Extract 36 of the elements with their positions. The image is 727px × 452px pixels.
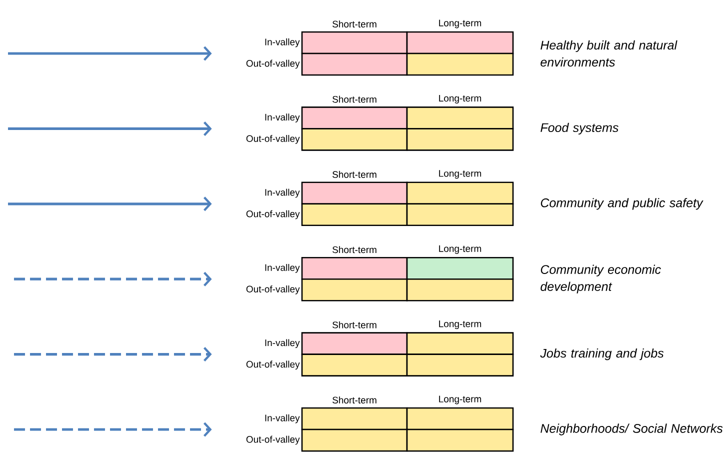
column-header: Short-term — [332, 96, 376, 103]
column-header: Short-term — [332, 20, 376, 28]
row-label: Out-of-valley — [246, 134, 300, 144]
arrow — [14, 272, 212, 286]
arrow — [8, 196, 212, 212]
row-label: In-valley — [265, 264, 300, 273]
category-label: Food systems — [540, 122, 618, 135]
row-label: Out-of-valley — [246, 60, 300, 69]
row-label: In-valley — [265, 114, 300, 122]
column-header: Long-term — [439, 20, 482, 28]
category-label: Jobs training and jobs — [540, 348, 664, 360]
row-label: Out-of-valley — [246, 360, 300, 370]
column-header: Short-term — [332, 246, 376, 254]
arrow — [8, 121, 212, 136]
row-label: Out-of-valley — [246, 210, 300, 220]
category-label: Neighborhoods/ Social Networks — [540, 424, 723, 436]
category-label: Community and public safety — [540, 198, 704, 210]
row-label: Out-of-valley — [246, 285, 300, 294]
arrow — [14, 347, 212, 362]
category-label: Healthy built and natural environments — [540, 40, 678, 67]
row-label: In-valley — [265, 414, 300, 424]
column-header: Short-term — [332, 170, 376, 178]
column-header: Long-term — [439, 94, 482, 104]
arrow — [8, 46, 212, 61]
column-header: Long-term — [439, 170, 482, 179]
column-header: Long-term — [439, 396, 482, 404]
column-header: Short-term — [332, 396, 376, 404]
category-label: Community economic development — [540, 264, 661, 294]
row-label: In-valley — [265, 188, 300, 198]
column-header: Long-term — [439, 320, 482, 330]
column-header: Short-term — [332, 321, 376, 328]
column-header: Long-term — [439, 245, 482, 254]
row-label: In-valley — [265, 339, 300, 348]
row-label: Out-of-valley — [246, 436, 300, 445]
arrow — [14, 422, 212, 437]
row-label: In-valley — [265, 38, 300, 48]
